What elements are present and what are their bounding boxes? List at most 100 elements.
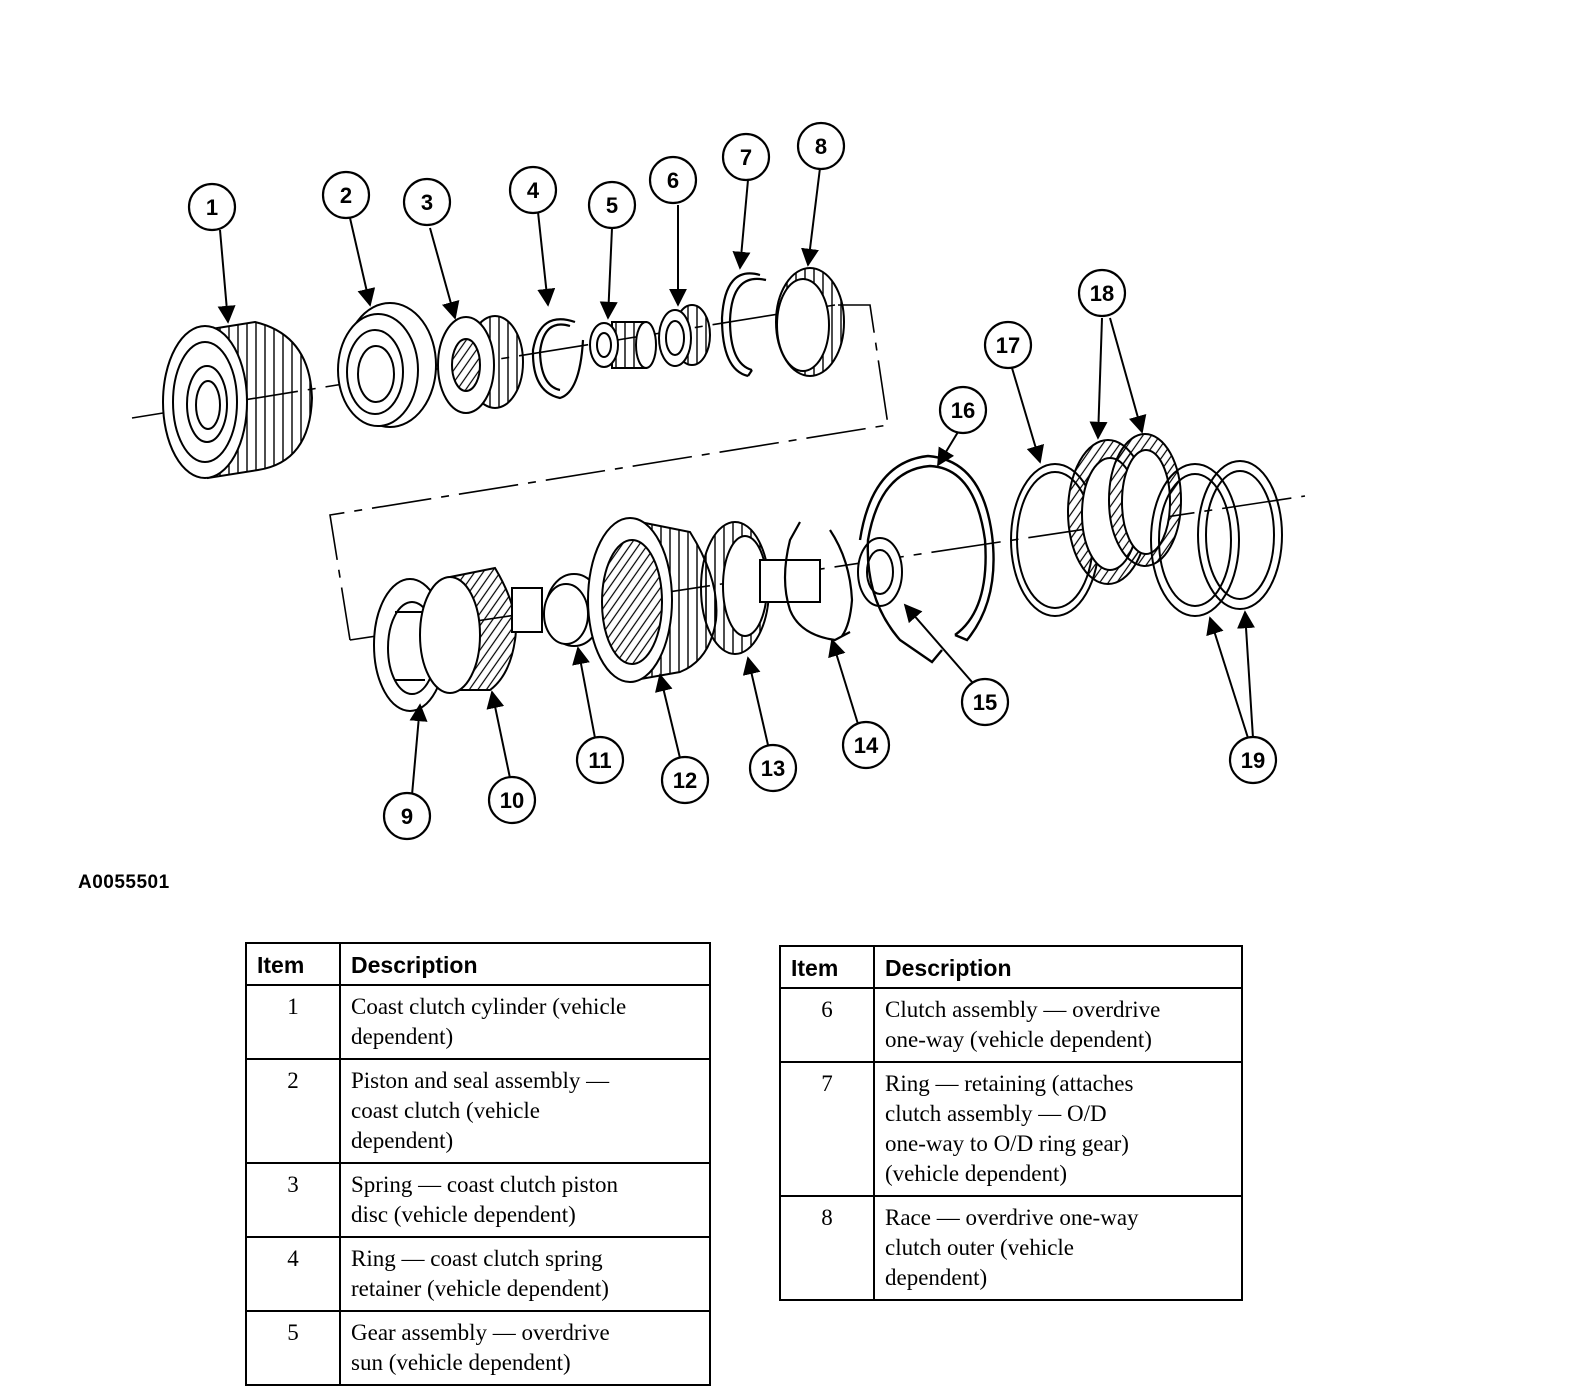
item-number: 3 (245, 1162, 341, 1238)
callout-circle (321, 170, 371, 220)
part-outer-race (775, 267, 845, 377)
legend-header-row: Item Description (779, 945, 1243, 989)
figure-id: A0055501 (78, 872, 170, 893)
item-number: 4 (245, 1236, 341, 1312)
callout-15: 15 (960, 677, 1010, 727)
part-coast-clutch-cylinder (162, 320, 314, 480)
callout-circle (1077, 268, 1127, 318)
item-number: 5 (245, 1310, 341, 1386)
callout-number: 9 (401, 804, 413, 829)
callout-16: 16 (938, 385, 988, 435)
callout-number: 10 (500, 788, 524, 813)
callout-5: 5 (587, 180, 637, 230)
callout-9: 9 (382, 791, 432, 841)
callout-8: 8 (796, 121, 846, 171)
part-14 (783, 521, 854, 642)
legend-table-right: Item Description 6 Clutch assembly — ove… (779, 945, 1243, 1301)
callout-2: 2 (321, 170, 371, 220)
header-description: Description (339, 942, 711, 986)
callout-4: 4 (508, 165, 558, 215)
callout-number: 6 (667, 168, 679, 193)
callout-14: 14 (841, 720, 891, 770)
callout-circle (587, 180, 637, 230)
part-overdrive-sun-gear (589, 321, 657, 369)
callout-circle (487, 775, 537, 825)
callout-number: 2 (340, 183, 352, 208)
callout-circle (187, 182, 237, 232)
callout-1: 1 (187, 182, 237, 232)
callout-number: 16 (951, 398, 975, 423)
callout-number: 15 (973, 690, 997, 715)
header-description: Description (873, 945, 1243, 989)
item-number: 2 (245, 1058, 341, 1164)
part-spring-retainer-ring (531, 318, 585, 400)
item-number: 6 (779, 987, 875, 1063)
callout-12: 12 (660, 755, 710, 805)
part-16 (858, 454, 995, 664)
callout-number: 1 (206, 195, 218, 220)
item-number: 7 (779, 1061, 875, 1197)
callout-number: 18 (1090, 281, 1114, 306)
callout-number: 14 (854, 733, 879, 758)
item-description: Piston and seal assembly —coast clutch (… (339, 1058, 711, 1164)
callout-13: 13 (748, 743, 798, 793)
part-12-ring-gear (587, 517, 718, 683)
callout-number: 11 (588, 748, 611, 773)
callout-number: 19 (1241, 748, 1265, 773)
legend-table-left: Item Description 1 Coast clutch cylinder… (245, 942, 711, 1386)
callout-circle (1228, 735, 1278, 785)
part-13 (700, 521, 821, 655)
table-row: 2 Piston and seal assembly —coast clutch… (245, 1058, 711, 1164)
item-number: 1 (245, 984, 341, 1060)
callout-circle (648, 155, 698, 205)
part-one-way-clutch (658, 304, 711, 367)
callout-number: 5 (606, 193, 618, 218)
header-item: Item (245, 942, 341, 986)
callout-circle (382, 791, 432, 841)
callout-circle (960, 677, 1010, 727)
callout-17: 17 (983, 320, 1033, 370)
callout-circle (660, 755, 710, 805)
callout-6: 6 (648, 155, 698, 205)
callout-11: 11 (575, 735, 625, 785)
callout-circle (575, 735, 625, 785)
item-number: 8 (779, 1195, 875, 1301)
callout-number: 3 (421, 190, 433, 215)
callout-circle (938, 385, 988, 435)
part-10 (419, 566, 543, 694)
callout-number: 12 (673, 768, 697, 793)
callout-18: 18 (1077, 268, 1127, 318)
legend-header-row: Item Description (245, 942, 711, 986)
callout-3: 3 (402, 177, 452, 227)
part-18 (1067, 433, 1182, 585)
callout-number: 17 (996, 333, 1020, 358)
callout-circle (841, 720, 891, 770)
callout-10: 10 (487, 775, 537, 825)
callout-circle (748, 743, 798, 793)
callout-circle (508, 165, 558, 215)
callout-circle (402, 177, 452, 227)
part-19 (1150, 460, 1283, 617)
callout-number: 13 (761, 756, 785, 781)
part-spring-disc (437, 315, 524, 414)
part-retaining-ring (720, 272, 767, 378)
part-15 (857, 537, 903, 607)
header-item: Item (779, 945, 875, 989)
callout-circle (721, 132, 771, 182)
callout-7: 7 (721, 132, 771, 182)
